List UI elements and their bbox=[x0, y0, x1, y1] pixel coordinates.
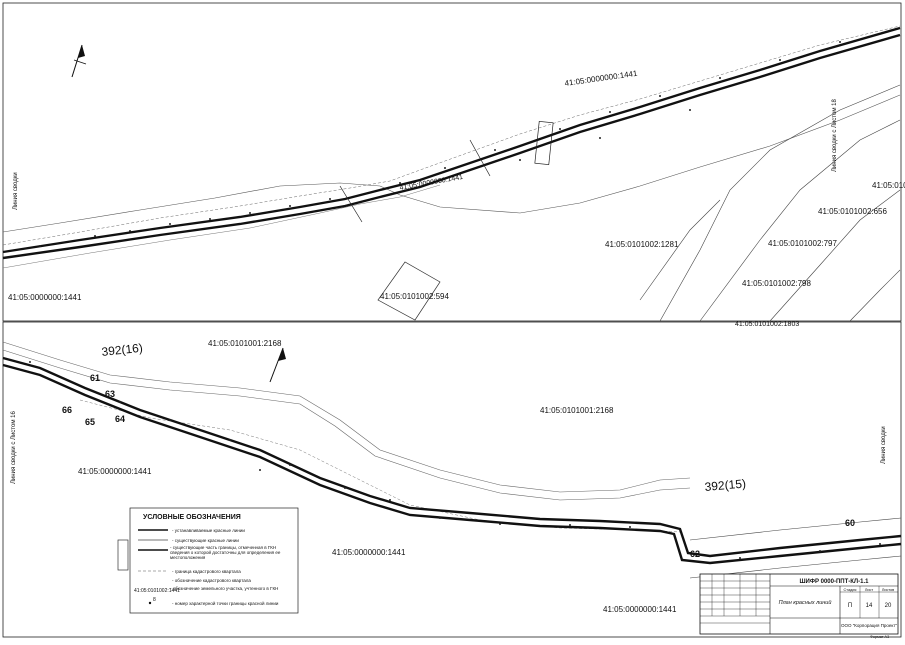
cadastral-label: 41:05:0000000:1441 bbox=[8, 293, 82, 302]
point-number: 65 bbox=[85, 417, 95, 427]
cadastral-label: 41:05:0101002:798 bbox=[742, 279, 812, 288]
point-number: 63 bbox=[105, 389, 115, 399]
cadastral-label: 41:05:0101002:656 bbox=[818, 207, 888, 216]
cadastral-boundary bbox=[639, 199, 721, 301]
legend-item: - существующие красные линии bbox=[172, 538, 239, 543]
point-number: 61 bbox=[90, 373, 100, 383]
match-line-label: Линия сводки bbox=[881, 426, 887, 464]
existing-boundary-line bbox=[2, 94, 901, 233]
cadastral-label: 41:05:0000000:1441 bbox=[564, 69, 638, 88]
survey-line bbox=[2, 25, 901, 246]
match-line-label: Линия сводки с Листом 18 bbox=[832, 99, 838, 172]
sheets-value: 20 bbox=[885, 603, 892, 609]
revision-grid bbox=[700, 574, 770, 624]
cadastral-boundary bbox=[849, 269, 901, 322]
legend-item: - номер характерной точки границы красно… bbox=[172, 600, 279, 606]
sheet-header: Лист bbox=[865, 588, 874, 592]
point-number: 62 bbox=[690, 549, 700, 559]
point-number: 64 bbox=[115, 414, 125, 424]
bottom-panel: 61 64 65 66 63 62 60 392(16) 392(15) 41:… bbox=[2, 339, 902, 614]
zone-label: 392(15) bbox=[704, 476, 746, 494]
legend: УСЛОВНЫЕ ОБОЗНАЧЕНИЯ - устанавливаемые к… bbox=[129, 507, 299, 614]
match-line-label: Линия сводки с Листом 16 bbox=[11, 411, 17, 484]
legend-item-wrap: - существующие часть границы, отмеченная… bbox=[170, 545, 281, 561]
cadastral-boundary bbox=[769, 189, 901, 322]
cadastral-label: 41:05:0000000:1441 bbox=[332, 548, 406, 557]
legend-example-parcel: 41:05:0101002:1441 bbox=[134, 588, 180, 594]
red-line-north bbox=[2, 356, 902, 558]
legend-point-marker bbox=[148, 601, 152, 605]
legend-title: УСЛОВНЫЕ ОБОЗНАЧЕНИЯ bbox=[143, 514, 241, 521]
survey-points bbox=[39, 41, 841, 247]
cadastral-label: 41:05:0101001:2168 bbox=[540, 406, 614, 415]
cadastral-label: 41:05:0101002:1281 bbox=[605, 240, 679, 249]
north-arrow-icon bbox=[269, 347, 286, 383]
existing-boundary-line bbox=[689, 517, 902, 541]
zone-label: 392(16) bbox=[101, 341, 144, 359]
structure-outline bbox=[117, 539, 129, 571]
cadastral-label: 41:05:0101002:1 bbox=[872, 181, 905, 190]
red-line-north bbox=[2, 26, 901, 254]
north-arrow-icon bbox=[71, 44, 87, 78]
crossing-structure bbox=[339, 185, 363, 223]
legend-item: - устанавливаемые красные линии bbox=[172, 528, 245, 533]
title-block: ШИФР 0000-ППТ-КЛ-1.1 План красных линий … bbox=[699, 573, 899, 639]
stage-value: П bbox=[848, 603, 852, 609]
top-panel: 41:05:0000000:1441 41:05:0000000:1441 41… bbox=[2, 25, 905, 328]
stage-header: Стадия bbox=[844, 588, 857, 592]
cadastral-label: 41:05:0101002:797 bbox=[768, 239, 838, 248]
crossing-structure bbox=[534, 120, 554, 166]
bottom-panel-frame bbox=[2, 321, 902, 638]
sheet-format: Формат А3 bbox=[870, 635, 889, 639]
organization: ООО "Корпорация Проект" bbox=[841, 623, 898, 628]
point-number: 66 bbox=[62, 405, 72, 415]
crossing-structure bbox=[469, 139, 491, 177]
title-block-frame bbox=[699, 573, 899, 635]
survey-points bbox=[29, 361, 881, 559]
existing-boundary-line bbox=[689, 555, 902, 579]
cadastral-label: 41:05:0000000:1441 bbox=[603, 605, 677, 614]
legend-item: - обозначение кадастрового квартала bbox=[172, 578, 251, 583]
cadastral-label: 41:05:0101002:594 bbox=[380, 292, 450, 301]
sheets-header: Листов bbox=[882, 588, 894, 592]
cadastral-label: 41:05:0101001:2168 bbox=[208, 339, 282, 348]
cadastral-label: 41:05:0000000:1441 bbox=[78, 467, 152, 476]
sheet-value: 14 bbox=[866, 603, 873, 609]
point-number: 60 bbox=[845, 518, 855, 528]
zone-boundary bbox=[2, 349, 691, 501]
legend-item: - существующие часть границы, отмеченная… bbox=[170, 545, 281, 561]
road-edge-line bbox=[2, 184, 441, 269]
doc-code: ШИФР 0000-ППТ-КЛ-1.1 bbox=[800, 579, 870, 585]
red-line-south bbox=[2, 363, 902, 565]
top-panel-frame bbox=[2, 2, 902, 322]
legend-item: - граница кадастрового квартала bbox=[172, 569, 241, 574]
legend-frame bbox=[129, 507, 299, 614]
cadastral-label: 41:05:0101002:1803 bbox=[735, 321, 799, 328]
cadastral-boundary bbox=[699, 119, 901, 322]
sheet-title: План красных линий bbox=[779, 599, 832, 606]
match-line-label: Линия сводки bbox=[13, 172, 19, 210]
cadastral-boundary bbox=[659, 84, 901, 322]
legend-example-point: 8 bbox=[153, 597, 156, 603]
red-line-south bbox=[2, 33, 901, 260]
zone-boundary bbox=[2, 341, 691, 493]
parcel-outline bbox=[377, 261, 441, 321]
legend-item-wrap: - обозначение земельного участка, учтенн… bbox=[170, 586, 279, 591]
legend-item: - обозначение земельного участка, учтенн… bbox=[170, 586, 279, 591]
